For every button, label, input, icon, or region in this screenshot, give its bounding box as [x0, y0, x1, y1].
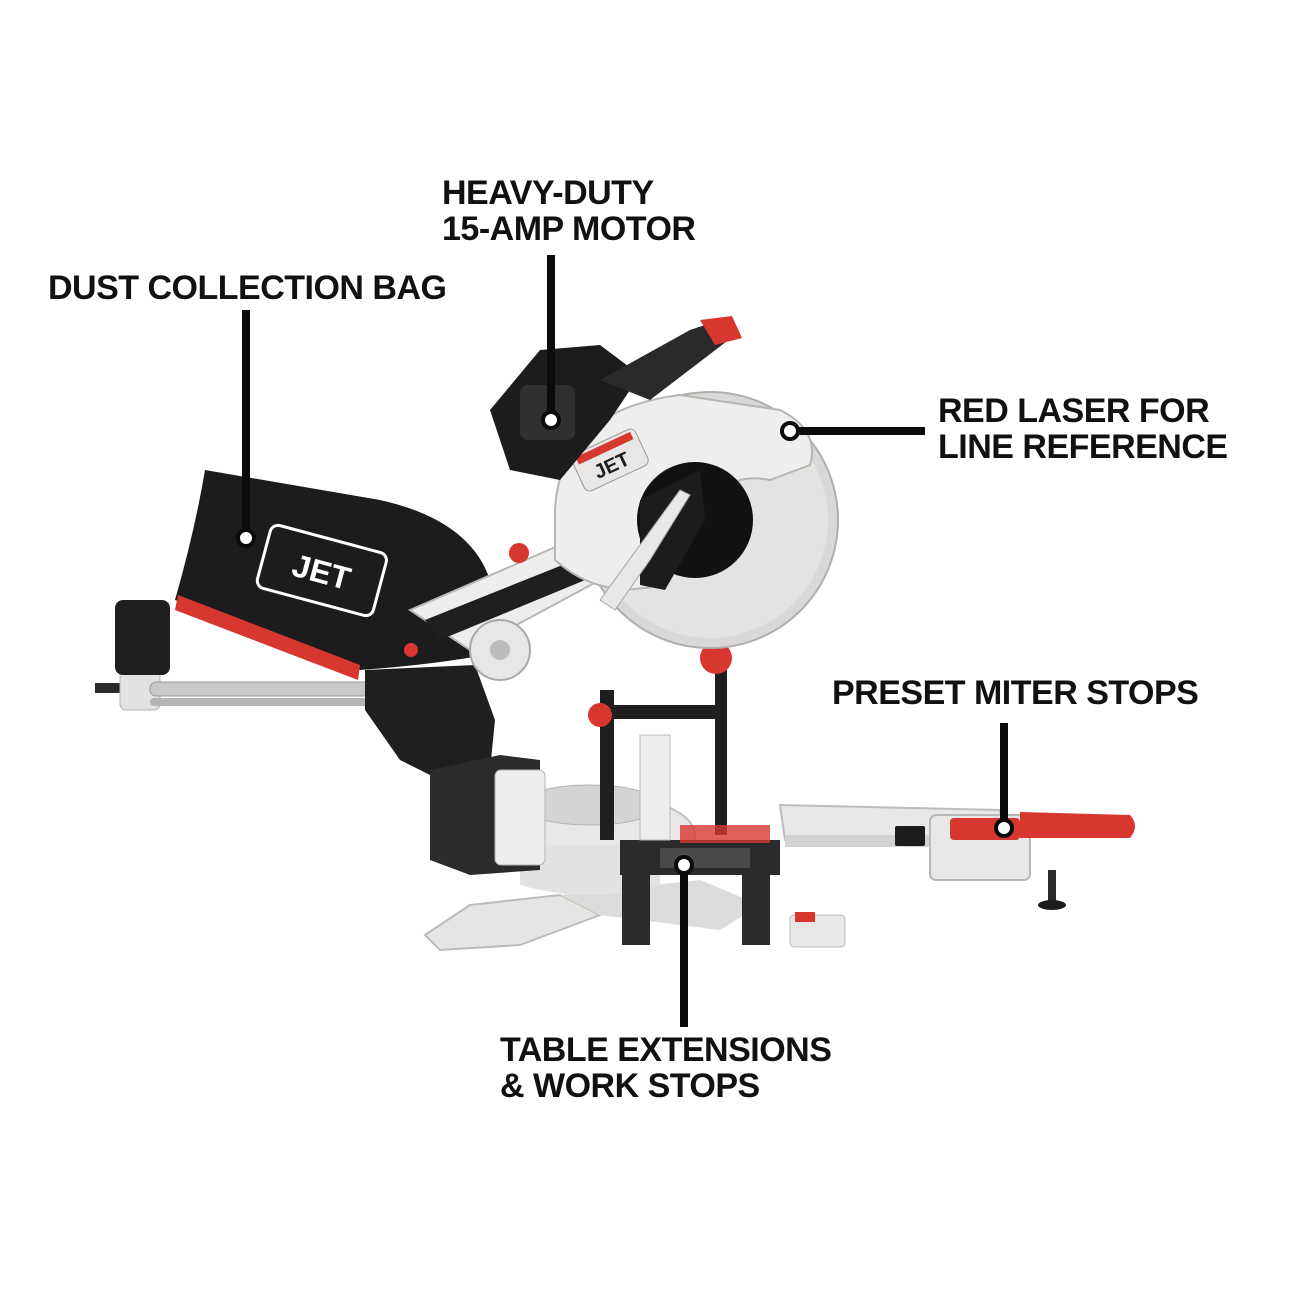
dust-collection-bag: JET [175, 470, 490, 680]
motor-leader-line [547, 255, 555, 415]
blade-guard-assembly: JET [554, 391, 839, 649]
miter-stops-callout: PRESET MITER STOPS [832, 674, 1199, 712]
work-stop-assembly [588, 642, 780, 945]
slide-rail-assembly [95, 600, 546, 875]
laser-callout-line1: RED LASER FOR [938, 392, 1210, 430]
table-callout-line2: & WORK STOPS [500, 1067, 760, 1105]
table-leader-dot [674, 855, 694, 875]
dust-bag-callout-label: DUST COLLECTION BAG [48, 269, 447, 307]
laser-callout: RED LASER FOR LINE REFERENCE [938, 393, 1228, 465]
table-leader-line [680, 862, 688, 1027]
miter-stops-leader-line [1000, 723, 1008, 825]
motor-callout: HEAVY-DUTY 15-AMP MOTOR [442, 174, 696, 248]
motor-leader-dot [541, 410, 561, 430]
dust-bag-leader-dot [236, 528, 256, 548]
miter-stops-callout-label: PRESET MITER STOPS [832, 674, 1199, 712]
table-callout: TABLE EXTENSIONS & WORK STOPS [500, 1031, 832, 1105]
motor-callout-line2: 15-AMP MOTOR [442, 210, 696, 248]
dust-bag-leader-line [242, 310, 250, 535]
table-callout-line1: TABLE EXTENSIONS [500, 1031, 832, 1069]
laser-callout-line2: LINE REFERENCE [938, 428, 1228, 466]
laser-leader-line [795, 427, 925, 435]
dust-bag-callout: DUST COLLECTION BAG [48, 269, 447, 307]
miter-stops-leader-dot [994, 818, 1014, 838]
table-extension-right [778, 803, 1135, 910]
saw-arm [404, 543, 602, 681]
motor-callout-line1: HEAVY-DUTY [442, 174, 654, 212]
laser-leader-dot [780, 421, 800, 441]
